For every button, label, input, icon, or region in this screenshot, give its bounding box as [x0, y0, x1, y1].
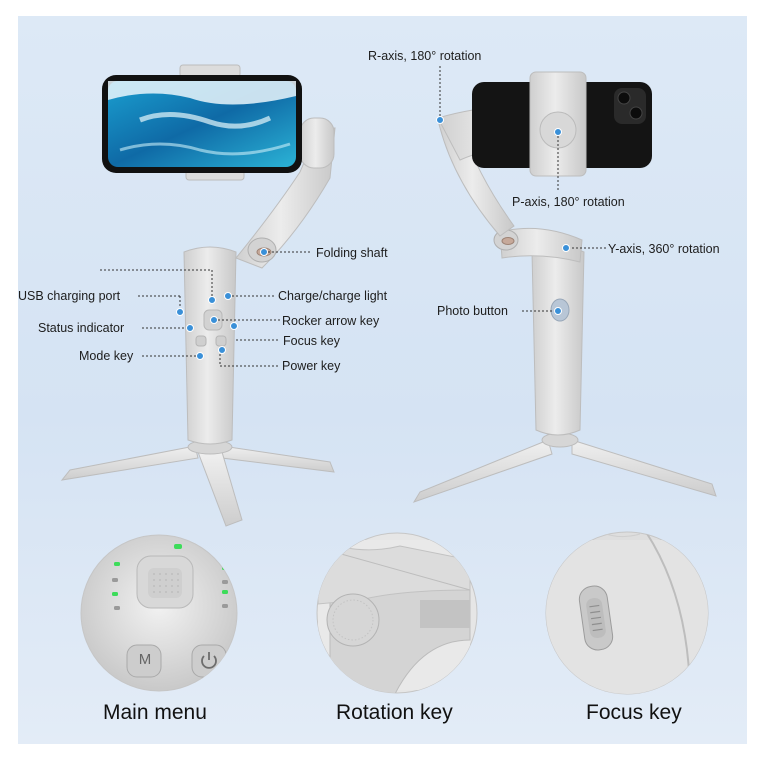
status-indicator-label: Status indicator: [38, 321, 125, 335]
caption-rotation-key: Rotation key: [336, 701, 453, 724]
handle: [531, 245, 585, 436]
tripod-leg: [571, 439, 717, 497]
power-key: [215, 335, 227, 347]
caption-focus-key: Focus key: [586, 701, 682, 724]
right-gimbal: [412, 71, 717, 503]
detail-main-menu: [80, 534, 238, 692]
power-key-label: Power key: [282, 359, 341, 373]
marker-dots: [176, 116, 570, 360]
mode-button: [126, 644, 162, 678]
folding-shaft-label: Folding shaft: [316, 246, 388, 260]
detail-focus-key: [545, 531, 709, 695]
mode-button-letter: M: [138, 651, 152, 668]
left-gimbal: [60, 64, 336, 527]
tripod-leg: [197, 451, 243, 527]
r-axis-label: R-axis, 180° rotation: [368, 49, 482, 63]
y-axis-label: Y-axis, 360° rotation: [608, 242, 720, 256]
tripod-leg: [221, 445, 335, 473]
power-icon: [201, 652, 217, 669]
charge-light-label: Charge/charge light: [278, 289, 388, 303]
p-axis-label: P-axis, 180° rotation: [512, 195, 625, 209]
tripod-leg: [412, 439, 553, 503]
tripod-leg: [60, 445, 199, 481]
photo-button-label: Photo button: [437, 304, 508, 318]
usb-port-label: USB charging port: [18, 289, 121, 303]
handle: [183, 246, 237, 445]
mode-key: [195, 335, 207, 347]
caption-main-menu: Main menu: [103, 701, 207, 724]
detail-rotation-key: [316, 532, 478, 694]
mode-key-label: Mode key: [79, 349, 134, 363]
leader-lines: [100, 66, 608, 367]
status-led: [112, 544, 228, 596]
focus-key-label: Focus key: [283, 334, 340, 348]
rocker-key-label: Rocker arrow key: [282, 314, 380, 328]
